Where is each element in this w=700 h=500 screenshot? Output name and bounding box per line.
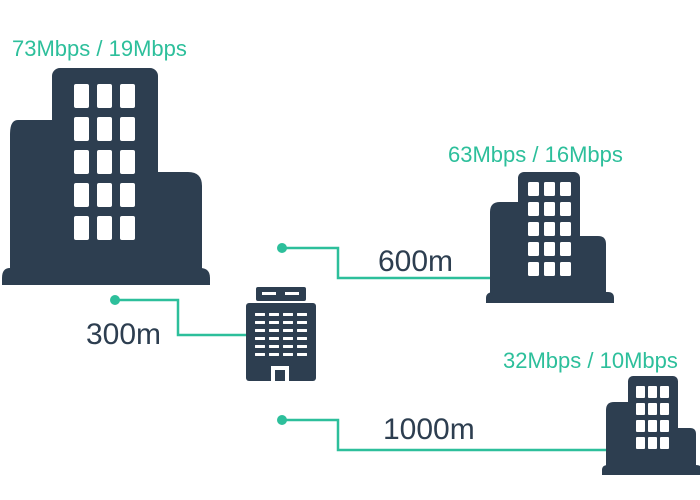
window xyxy=(560,222,571,236)
window xyxy=(660,437,669,449)
distance-label-1000m: 1000m xyxy=(383,413,475,446)
window xyxy=(528,222,539,236)
window xyxy=(528,182,539,196)
window xyxy=(528,242,539,256)
window xyxy=(283,321,293,324)
connector-to-medium xyxy=(277,243,492,280)
window xyxy=(297,329,307,332)
window xyxy=(560,242,571,256)
window xyxy=(255,329,265,332)
window xyxy=(297,337,307,340)
window xyxy=(544,182,555,196)
window xyxy=(660,386,669,398)
window xyxy=(636,420,645,432)
window xyxy=(297,345,307,348)
connector-to-small xyxy=(277,415,610,452)
window xyxy=(269,321,279,324)
window xyxy=(648,386,657,398)
window xyxy=(528,202,539,216)
medium-office-building-icon xyxy=(486,172,614,303)
distance-label-600m: 600m xyxy=(378,245,454,278)
window xyxy=(255,337,265,340)
window xyxy=(120,150,135,174)
medium-building-speed-label: 63Mbps / 16Mbps xyxy=(448,142,623,167)
window xyxy=(97,117,112,141)
window xyxy=(269,337,279,340)
window xyxy=(255,353,265,356)
window xyxy=(636,403,645,415)
window xyxy=(648,437,657,449)
small-building-speed-label: 32Mbps / 10Mbps xyxy=(503,348,678,373)
window xyxy=(636,386,645,398)
connector-to-large xyxy=(110,295,246,337)
window xyxy=(97,84,112,108)
window xyxy=(297,353,307,356)
window xyxy=(74,84,89,108)
window xyxy=(120,117,135,141)
window xyxy=(283,329,293,332)
window xyxy=(544,222,555,236)
window xyxy=(648,420,657,432)
distance-label-300m: 300m xyxy=(86,318,162,351)
window xyxy=(255,345,265,348)
window xyxy=(283,313,293,316)
window xyxy=(269,313,279,316)
window xyxy=(660,403,669,415)
window xyxy=(283,353,293,356)
window xyxy=(120,216,135,240)
window xyxy=(120,84,135,108)
window xyxy=(120,183,135,207)
window xyxy=(255,313,265,316)
window xyxy=(528,262,539,276)
window xyxy=(255,321,265,324)
window xyxy=(74,216,89,240)
window xyxy=(648,403,657,415)
window xyxy=(74,150,89,174)
central-hub-building-icon xyxy=(246,287,316,381)
window xyxy=(560,202,571,216)
window xyxy=(269,353,279,356)
window xyxy=(269,345,279,348)
window xyxy=(636,437,645,449)
window xyxy=(560,182,571,196)
window xyxy=(660,420,669,432)
large-office-building-icon xyxy=(2,68,210,285)
window xyxy=(283,345,293,348)
window xyxy=(74,183,89,207)
small-office-building-icon xyxy=(602,376,700,475)
window xyxy=(544,262,555,276)
window xyxy=(544,242,555,256)
window xyxy=(269,329,279,332)
window xyxy=(297,313,307,316)
window xyxy=(560,262,571,276)
large-building-speed-label: 73Mbps / 19Mbps xyxy=(12,36,187,61)
window xyxy=(97,183,112,207)
window xyxy=(544,202,555,216)
window xyxy=(297,321,307,324)
window xyxy=(97,150,112,174)
window xyxy=(97,216,112,240)
window xyxy=(74,117,89,141)
window xyxy=(283,337,293,340)
